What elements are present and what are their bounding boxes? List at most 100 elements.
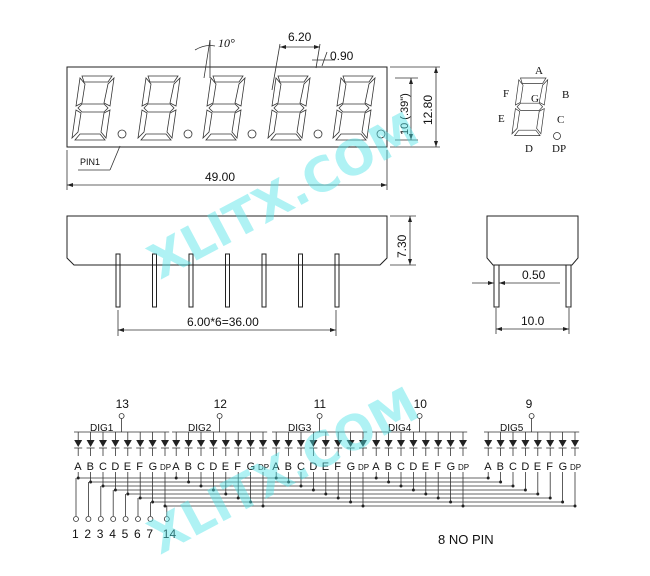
led-diode bbox=[284, 440, 293, 447]
segment-label: D bbox=[521, 461, 529, 473]
decimal-point-1 bbox=[117, 129, 127, 139]
segment-label: C bbox=[99, 461, 107, 473]
bottom-pin-number: 2 bbox=[84, 527, 91, 541]
no-pin-note: 8 NO PIN bbox=[438, 532, 494, 547]
segment-label: F bbox=[434, 461, 441, 473]
end-view: 0.50 10.0 bbox=[472, 215, 579, 334]
segment-label: B bbox=[385, 461, 392, 473]
side-pin bbox=[334, 253, 340, 308]
led-diode bbox=[148, 440, 157, 447]
digit-name: DIG3 bbox=[288, 423, 312, 434]
led-diode bbox=[197, 440, 205, 447]
segment-label: G bbox=[559, 461, 568, 473]
bottom-pin bbox=[85, 516, 92, 522]
segment-label: DP bbox=[458, 463, 469, 472]
side-view: 7.30 6.00*6=36.00 bbox=[66, 215, 416, 336]
led-diode bbox=[484, 440, 493, 447]
angle-label: 10° bbox=[218, 36, 235, 50]
segment-label: C bbox=[297, 461, 305, 473]
digit-1 bbox=[71, 75, 115, 141]
led-diode bbox=[297, 440, 305, 447]
led-diode bbox=[123, 440, 132, 447]
bottom-pin-number: 5 bbox=[122, 527, 129, 541]
led-diode bbox=[161, 440, 169, 447]
seg-label-dp: DP bbox=[552, 143, 566, 155]
segment-label: DP bbox=[570, 463, 581, 472]
bottom-pin bbox=[163, 516, 170, 522]
digit-2 bbox=[137, 75, 181, 141]
watermark-upper: XLITX.COM bbox=[139, 102, 428, 291]
digit-name: DIG2 bbox=[188, 423, 212, 434]
segment-label: F bbox=[136, 461, 143, 473]
digit-name: DIG5 bbox=[500, 423, 524, 434]
segment-label: G bbox=[149, 461, 158, 473]
segment-label: G bbox=[347, 461, 356, 473]
led-diode bbox=[521, 440, 530, 447]
dot-size-label: 0.90 bbox=[330, 49, 354, 63]
led-diode bbox=[571, 440, 579, 447]
segment-label: F bbox=[234, 461, 241, 473]
segment-label: B bbox=[87, 461, 94, 473]
height-label: 12.80 bbox=[421, 95, 435, 125]
width-label: 49.00 bbox=[205, 170, 235, 184]
digit-pin-number: 10 bbox=[414, 397, 428, 411]
led-diode bbox=[221, 440, 230, 447]
seg-label-g: G bbox=[531, 93, 539, 105]
bottom-pin-number: 14 bbox=[163, 527, 177, 541]
led-diode bbox=[86, 440, 95, 447]
segment-label: DP bbox=[160, 463, 171, 472]
segment-label: A bbox=[484, 461, 492, 473]
segment-label: B bbox=[285, 461, 292, 473]
schematic-wiring bbox=[78, 477, 575, 507]
digit-height-label: 10 (.39") bbox=[399, 93, 411, 135]
seg-label-d: D bbox=[525, 143, 533, 155]
segment-label: A bbox=[74, 461, 82, 473]
digit-pin-number: 9 bbox=[526, 397, 533, 411]
segment-label: A bbox=[272, 461, 280, 473]
segment-label: G bbox=[447, 461, 456, 473]
seg-label-c: C bbox=[557, 114, 564, 126]
digit-name: DIG1 bbox=[90, 423, 114, 434]
side-body-outline bbox=[66, 215, 388, 266]
led-diode bbox=[334, 440, 343, 447]
side-pin bbox=[115, 253, 121, 308]
segment-label: G bbox=[247, 461, 256, 473]
segment-label: E bbox=[124, 461, 131, 473]
led-diode bbox=[136, 440, 145, 447]
pitch-label: 6.20 bbox=[288, 30, 312, 44]
digit-pin-number: 12 bbox=[214, 397, 228, 411]
bottom-pin bbox=[147, 516, 154, 522]
led-diode bbox=[496, 440, 505, 447]
led-diode bbox=[272, 440, 281, 447]
side-pin bbox=[152, 253, 157, 308]
led-diode bbox=[446, 440, 455, 447]
bottom-pin bbox=[135, 516, 141, 522]
led-diode bbox=[184, 440, 193, 447]
led-diode bbox=[111, 440, 120, 447]
digit-pin-number: 13 bbox=[116, 397, 130, 411]
segment-label: D bbox=[409, 461, 417, 473]
led-diode bbox=[384, 440, 393, 447]
segment-label: DP bbox=[258, 463, 269, 472]
segment-label: A bbox=[372, 461, 380, 473]
seg-label-a: A bbox=[535, 65, 543, 77]
led-diode bbox=[434, 440, 443, 447]
segment-label: C bbox=[197, 461, 205, 473]
segment-label: D bbox=[309, 461, 317, 473]
digit-pin-number: 11 bbox=[314, 397, 327, 411]
side-pin bbox=[225, 253, 230, 308]
bottom-pin-number: 4 bbox=[109, 527, 116, 541]
bottom-pin-number: 6 bbox=[134, 527, 141, 541]
decimal-point-5 bbox=[376, 129, 386, 139]
depth-label: 7.30 bbox=[395, 234, 409, 258]
segment-label: A bbox=[172, 461, 180, 473]
bottom-pin bbox=[97, 516, 104, 522]
row-spacing-label: 10.0 bbox=[521, 314, 545, 328]
digits-front bbox=[71, 75, 386, 141]
